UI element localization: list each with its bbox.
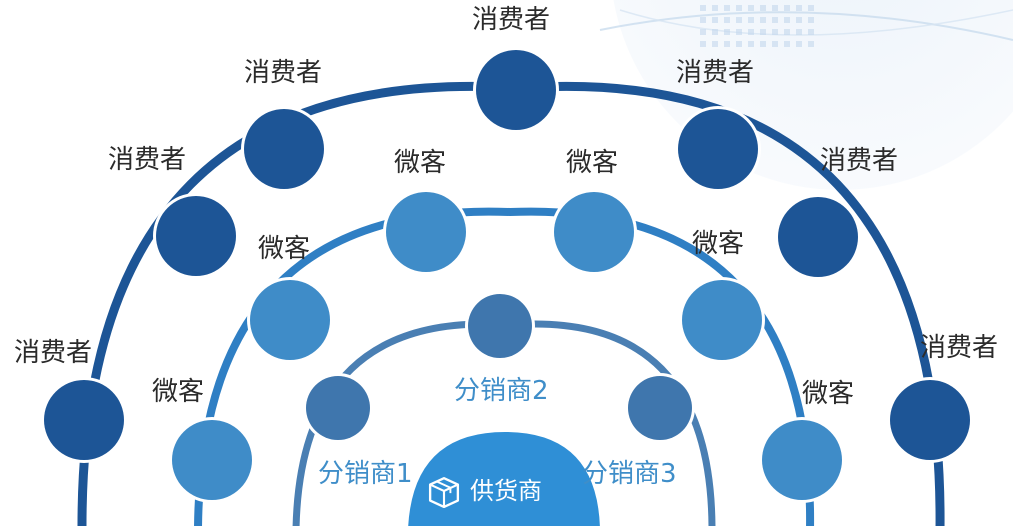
weike-node-2 (247, 277, 333, 363)
supplier-label: 供货商 (470, 477, 542, 505)
distributor-label-3: 分销商3 (582, 459, 677, 489)
consumer-label-3: 消费者 (244, 58, 323, 88)
weike-label-6: 微客 (802, 379, 855, 409)
weike-node-3 (383, 189, 469, 275)
distributor-label-2: 分销商2 (454, 376, 549, 406)
distributor-label-1: 分销商1 (318, 459, 413, 489)
weike-label-1: 微客 (152, 377, 205, 407)
weike-label-3: 微客 (394, 148, 447, 178)
consumer-node-1 (41, 377, 127, 463)
weike-node-5 (679, 277, 765, 363)
consumer-node-7 (887, 377, 973, 463)
consumer-label-5: 消费者 (676, 58, 755, 88)
weike-label-4: 微客 (566, 148, 619, 178)
supplier-dome (408, 432, 600, 530)
weike-label-5: 微客 (692, 229, 745, 259)
weike-node-6 (759, 417, 845, 503)
distributor-node-3 (625, 373, 695, 443)
consumer-node-3 (241, 106, 327, 192)
weike-label-2: 微客 (258, 234, 311, 264)
consumer-label-2: 消费者 (108, 145, 187, 175)
consumer-node-2 (153, 193, 239, 279)
middle-ring-arc (194, 207, 815, 530)
consumer-label-7: 消费者 (920, 333, 999, 363)
consumer-node-5 (675, 106, 761, 192)
weike-node-1 (169, 417, 255, 503)
consumer-label-4: 消费者 (472, 5, 551, 35)
weike-node-4 (551, 189, 637, 275)
distributor-node-1 (303, 373, 373, 443)
consumer-label-6: 消费者 (820, 146, 899, 176)
consumer-node-4 (473, 47, 559, 133)
consumer-node-6 (775, 194, 861, 280)
distributor-node-2 (465, 291, 535, 361)
consumer-label-1: 消费者 (14, 338, 93, 368)
